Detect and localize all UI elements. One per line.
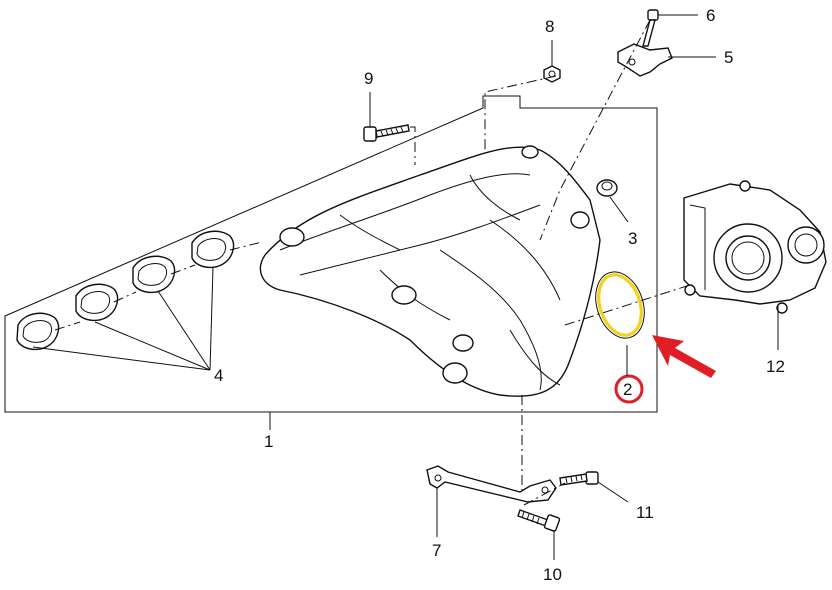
callout-6: 6 [706, 6, 715, 25]
bolt-part-10 [517, 509, 561, 532]
callout-2-marker [614, 374, 644, 404]
callout-5: 5 [724, 48, 733, 67]
bracket-part-5 [617, 43, 673, 77]
intake-manifold [259, 145, 601, 397]
assembly-boundary [4, 95, 658, 413]
callout-1: 1 [264, 432, 273, 451]
callout-8: 8 [545, 17, 554, 36]
plug-part-3 [596, 179, 618, 197]
throttle-body-gasket-highlight [595, 271, 645, 339]
bolt-part-11 [559, 471, 599, 486]
callout-labels: 1 2 3 4 5 6 7 8 9 10 11 12 [214, 6, 785, 584]
port-gaskets [16, 230, 235, 351]
leader-lines [32, 14, 779, 560]
nut-part-8 [543, 65, 561, 83]
bracket-part-7 [426, 465, 557, 503]
callout-2: 2 [623, 380, 632, 399]
callout-4: 4 [214, 366, 223, 385]
assembly-lines [54, 19, 691, 506]
callout-11: 11 [636, 503, 654, 522]
throttle-body-gasket [597, 273, 643, 337]
bolt-part-9 [363, 124, 410, 142]
callout-7: 7 [432, 541, 441, 560]
callout-3: 3 [628, 229, 637, 248]
throttle-body [683, 180, 827, 314]
callout-12: 12 [766, 357, 785, 376]
callout-10: 10 [543, 565, 562, 584]
red-arrow-icon [652, 335, 716, 378]
callout-9: 9 [364, 69, 373, 88]
